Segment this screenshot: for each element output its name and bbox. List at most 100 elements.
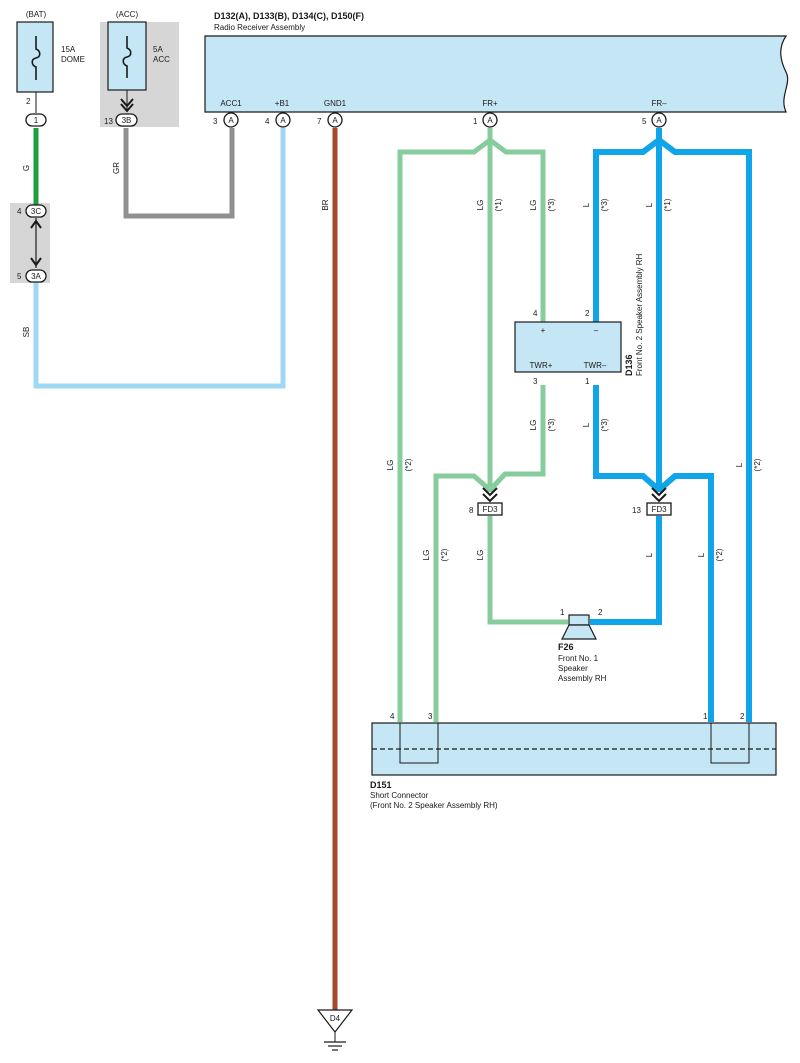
wire-lg-d151: [433, 473, 492, 722]
wire-label-sb: SB: [22, 327, 31, 338]
tweeter-out-plus: TWR+: [530, 361, 553, 370]
radio-name: Radio Receiver Assembly: [214, 23, 305, 32]
terminal-frplus-pin: 1: [473, 117, 478, 126]
speaker-icon: [561, 624, 597, 640]
tweeter-pin-plus: 4: [533, 309, 538, 318]
wire-label-gr: GR: [112, 162, 121, 174]
tweeter-pin-minus: 2: [585, 309, 590, 318]
terminal-acc1-pin: 3: [213, 117, 218, 126]
speaker-name-1: Front No. 1: [558, 654, 599, 663]
fuse-bat-pin: 2: [26, 97, 31, 106]
wire-label-lg-twr-variant: (*3): [547, 418, 556, 431]
terminal-frminus-pin: 5: [642, 117, 647, 126]
speaker-magnet: [568, 614, 590, 626]
speaker-code: F26: [558, 642, 574, 652]
wire-label-l-right-variant: (*2): [753, 458, 762, 471]
fd3-right-label: FD3: [651, 505, 667, 514]
speaker-f26: 1 2 F26 Front No. 1 Speaker Assembly RH: [558, 608, 607, 683]
fd3-left-label: FD3: [482, 505, 498, 514]
wire-label-l-left-variant: (*3): [600, 198, 609, 211]
tweeter-d136: 4 2 + – TWR+ TWR– 3 1 D136 Front No. 2 S…: [514, 254, 644, 386]
terminal-acc1-name: ACC1: [220, 99, 242, 108]
terminal-frminus-connector: [651, 112, 667, 128]
short-connector-d151: 4 3 1 2 D151 Short Connector (Front No. …: [370, 712, 777, 810]
fuse-acc-source: (ACC): [116, 10, 139, 19]
junction-top-label: 3C: [31, 207, 41, 216]
wire-label-lg-d151-variant: (*2): [440, 548, 449, 561]
wire-label-lg-left: LG: [386, 460, 395, 471]
ground-triangle: [316, 1009, 354, 1033]
ground-d4: D4: [316, 1009, 354, 1051]
wire-lg-twr: [488, 385, 546, 492]
wire-label-lg-twr: LG: [529, 420, 538, 431]
d151-code: D151: [370, 780, 392, 790]
wire-label-br: BR: [321, 199, 330, 210]
wire-label-l-spk: L: [645, 552, 654, 557]
fuse-bat-name: DOME: [61, 55, 85, 64]
wire-label-l-left: L: [582, 202, 591, 207]
wire-label-l-main: L: [645, 202, 654, 207]
d151-right-bracket: [710, 722, 750, 764]
d151-name: Short Connector: [370, 791, 429, 800]
wire-l-left: [593, 137, 661, 322]
terminal-b1-name: +B1: [275, 99, 290, 108]
tweeter-name: Front No. 2 Speaker Assembly RH: [635, 254, 644, 376]
terminal-gnd1-conn: A: [332, 116, 338, 125]
wire-gr: [123, 128, 235, 219]
junction-up-arrow: [30, 219, 42, 229]
terminal-b1-conn: A: [280, 116, 286, 125]
fuse-bat-connector: [25, 113, 47, 127]
wire-label-lg-right-variant: (*3): [547, 198, 556, 211]
d151-pin-1: 1: [703, 712, 708, 721]
wire-lg-left: [397, 138, 492, 722]
wire-label-lg-right: LG: [529, 200, 538, 211]
terminal-frplus-connector: [482, 112, 498, 128]
wire-color-labels: G GR SB BR LG (*1) LG (*3) L (*3) L (*1)…: [22, 162, 762, 562]
tweeter-sym-minus: –: [594, 326, 599, 335]
speaker-name-3: Assembly RH: [558, 674, 607, 683]
fuse-acc-box: [107, 21, 147, 91]
speaker-pin-right: 2: [598, 608, 603, 617]
terminal-acc1-conn: A: [228, 116, 234, 125]
wire-label-l-right: L: [735, 462, 744, 467]
terminal-gnd1-pin: 7: [317, 117, 322, 126]
terminal-b1-pin: 4: [265, 117, 270, 126]
junction-bottom-pin: 5: [17, 272, 22, 281]
junction-top-pin: 4: [17, 207, 22, 216]
wire-label-l-twr: L: [582, 422, 591, 427]
fd3-right-connector: 13 FD3: [632, 487, 672, 516]
junction-down-arrow: [30, 257, 42, 267]
tweeter-code: D136: [624, 354, 634, 376]
fuse-acc-pin: 13: [104, 117, 113, 126]
terminal-gnd1-name: GND1: [324, 99, 347, 108]
tweeter-body: [514, 321, 622, 373]
d151-left-bracket: [399, 722, 439, 764]
junction-bottom-label: 3A: [31, 272, 41, 281]
junction-connector: 4 3C 5 3A: [17, 204, 47, 283]
wire-label-lg-d151: LG: [422, 550, 431, 561]
d151-pin-3: 3: [428, 712, 433, 721]
fd3-left-box: [477, 502, 503, 516]
junction-top-connector: [25, 204, 47, 218]
wire-label-lg-main-variant: (*1): [494, 198, 503, 211]
fd3-right-pin: 13: [632, 506, 641, 515]
wire-lg-spk: [487, 516, 568, 625]
d151-pin-2: 2: [740, 712, 745, 721]
junction-bottom-connector: [25, 269, 47, 283]
wire-label-l-twr-variant: (*3): [600, 418, 609, 431]
fuse-bat-rating: 15A: [61, 45, 76, 54]
terminal-gnd1-connector: [327, 112, 343, 128]
wire-l-spk: [590, 516, 662, 625]
tweeter-sym-plus: +: [541, 326, 546, 335]
wire-label-l-d151-variant: (*2): [715, 548, 724, 561]
fuse-bat-symbol: [31, 36, 41, 80]
fuse-acc: (ACC) 5A ACC 13 3B: [104, 10, 170, 127]
wire-label-g: G: [22, 165, 31, 171]
fuse-acc-conn-label: 3B: [122, 116, 132, 125]
tweeter-out-minus: TWR–: [584, 361, 607, 370]
fuse-bat-box: [16, 21, 54, 93]
fd3-left-pin: 8: [469, 506, 474, 515]
wire-l-right: [657, 137, 752, 722]
wires: [33, 128, 752, 1010]
